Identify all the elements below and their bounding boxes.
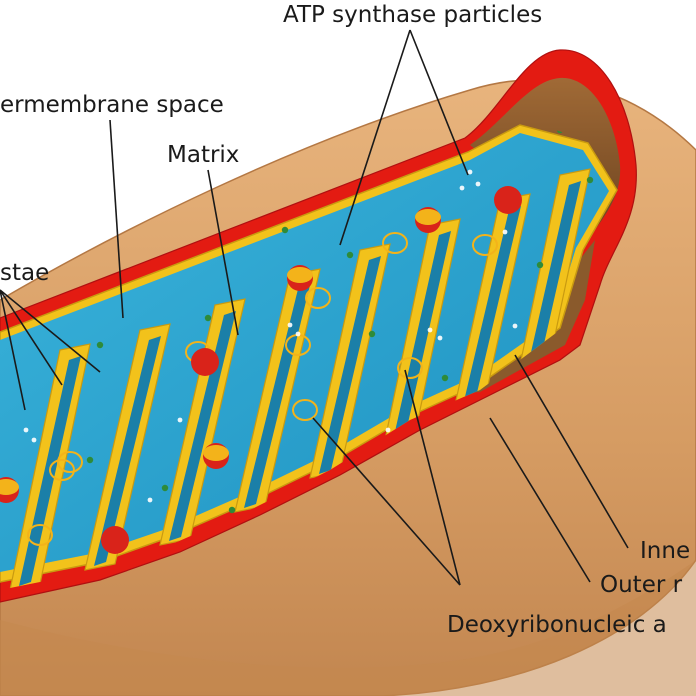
atp-particle-icon xyxy=(427,327,433,333)
dna-ring-icon xyxy=(397,357,423,379)
crista-gap xyxy=(529,181,581,361)
ribosome-dot-icon xyxy=(346,251,354,259)
atp-particle-icon xyxy=(385,427,391,433)
leader-matrix xyxy=(207,169,239,336)
leader-inner xyxy=(514,354,629,549)
label-cristae: stae xyxy=(0,260,49,286)
ribosome-dot-icon xyxy=(204,314,212,322)
leader-dna-2 xyxy=(404,369,461,586)
atp-particle-icon xyxy=(459,185,465,191)
crista-gap xyxy=(244,281,311,508)
ribosome-dot-icon xyxy=(96,341,104,349)
label-atp-synthase: ATP synthase particles xyxy=(283,2,542,28)
atp-particle-icon xyxy=(147,497,153,503)
red-granule-icon xyxy=(101,526,129,554)
matrix-contents xyxy=(0,126,594,554)
ribosome-dot-icon xyxy=(536,261,544,269)
atp-particle-icon xyxy=(31,437,37,443)
red-granule-icon xyxy=(494,186,522,214)
atp-particle-icon xyxy=(475,181,481,187)
label-inner-membrane: Inne xyxy=(640,538,690,564)
dna-ring-icon xyxy=(292,399,318,421)
leader-cristae-1 xyxy=(0,289,26,411)
dna-ring-icon xyxy=(49,459,75,481)
atp-particle-icon xyxy=(177,417,183,423)
atp-particle-icon xyxy=(437,335,443,341)
dna-ring-icon xyxy=(472,234,498,256)
atp-particle-icon xyxy=(502,229,508,235)
leader-cristae-3 xyxy=(0,289,101,373)
leader-atp-1 xyxy=(339,29,411,246)
ribosome-dot-icon xyxy=(86,456,94,464)
atp-particle-icon xyxy=(287,322,293,328)
granule-top xyxy=(287,267,313,283)
atp-particle-icon xyxy=(467,169,473,175)
leader-dna-1 xyxy=(312,417,461,586)
crista-gap xyxy=(94,336,161,566)
outer-shell-bottom-shade xyxy=(0,560,696,696)
ribosome-dot-icon xyxy=(228,506,236,514)
leader-atp-2 xyxy=(409,29,469,176)
atp-particle-icon xyxy=(295,331,301,337)
label-matrix: Matrix xyxy=(167,142,239,168)
ribosome-dot-icon xyxy=(586,176,594,184)
granule-top xyxy=(415,209,441,225)
crista-gap xyxy=(319,256,381,474)
dna-ring-icon xyxy=(27,524,53,546)
granule-top xyxy=(203,445,229,461)
label-dna: Deoxyribonucleic a xyxy=(447,612,667,638)
leader-intermembrane xyxy=(109,119,124,319)
dna-ring-icon xyxy=(57,451,83,473)
dna-ring-icon xyxy=(382,232,408,254)
leader-outer xyxy=(489,417,591,583)
leader-lines xyxy=(0,29,629,586)
granule-top xyxy=(0,479,19,495)
dna-ring-icon xyxy=(305,287,331,309)
ribosome-dot-icon xyxy=(161,484,169,492)
leader-cristae-2 xyxy=(0,289,63,386)
ribosome-dot-icon xyxy=(368,330,376,338)
label-intermembrane-space: ermembrane space xyxy=(0,92,224,118)
label-outer-membrane: Outer r xyxy=(600,572,683,598)
atp-particle-icon xyxy=(23,427,29,433)
crista-gap xyxy=(169,311,236,541)
red-granule-icon xyxy=(191,348,219,376)
atp-particle-icon xyxy=(512,323,518,329)
ribosome-dot-icon xyxy=(441,374,449,382)
ribosome-dot-icon xyxy=(281,226,289,234)
crista-gap xyxy=(464,206,521,401)
